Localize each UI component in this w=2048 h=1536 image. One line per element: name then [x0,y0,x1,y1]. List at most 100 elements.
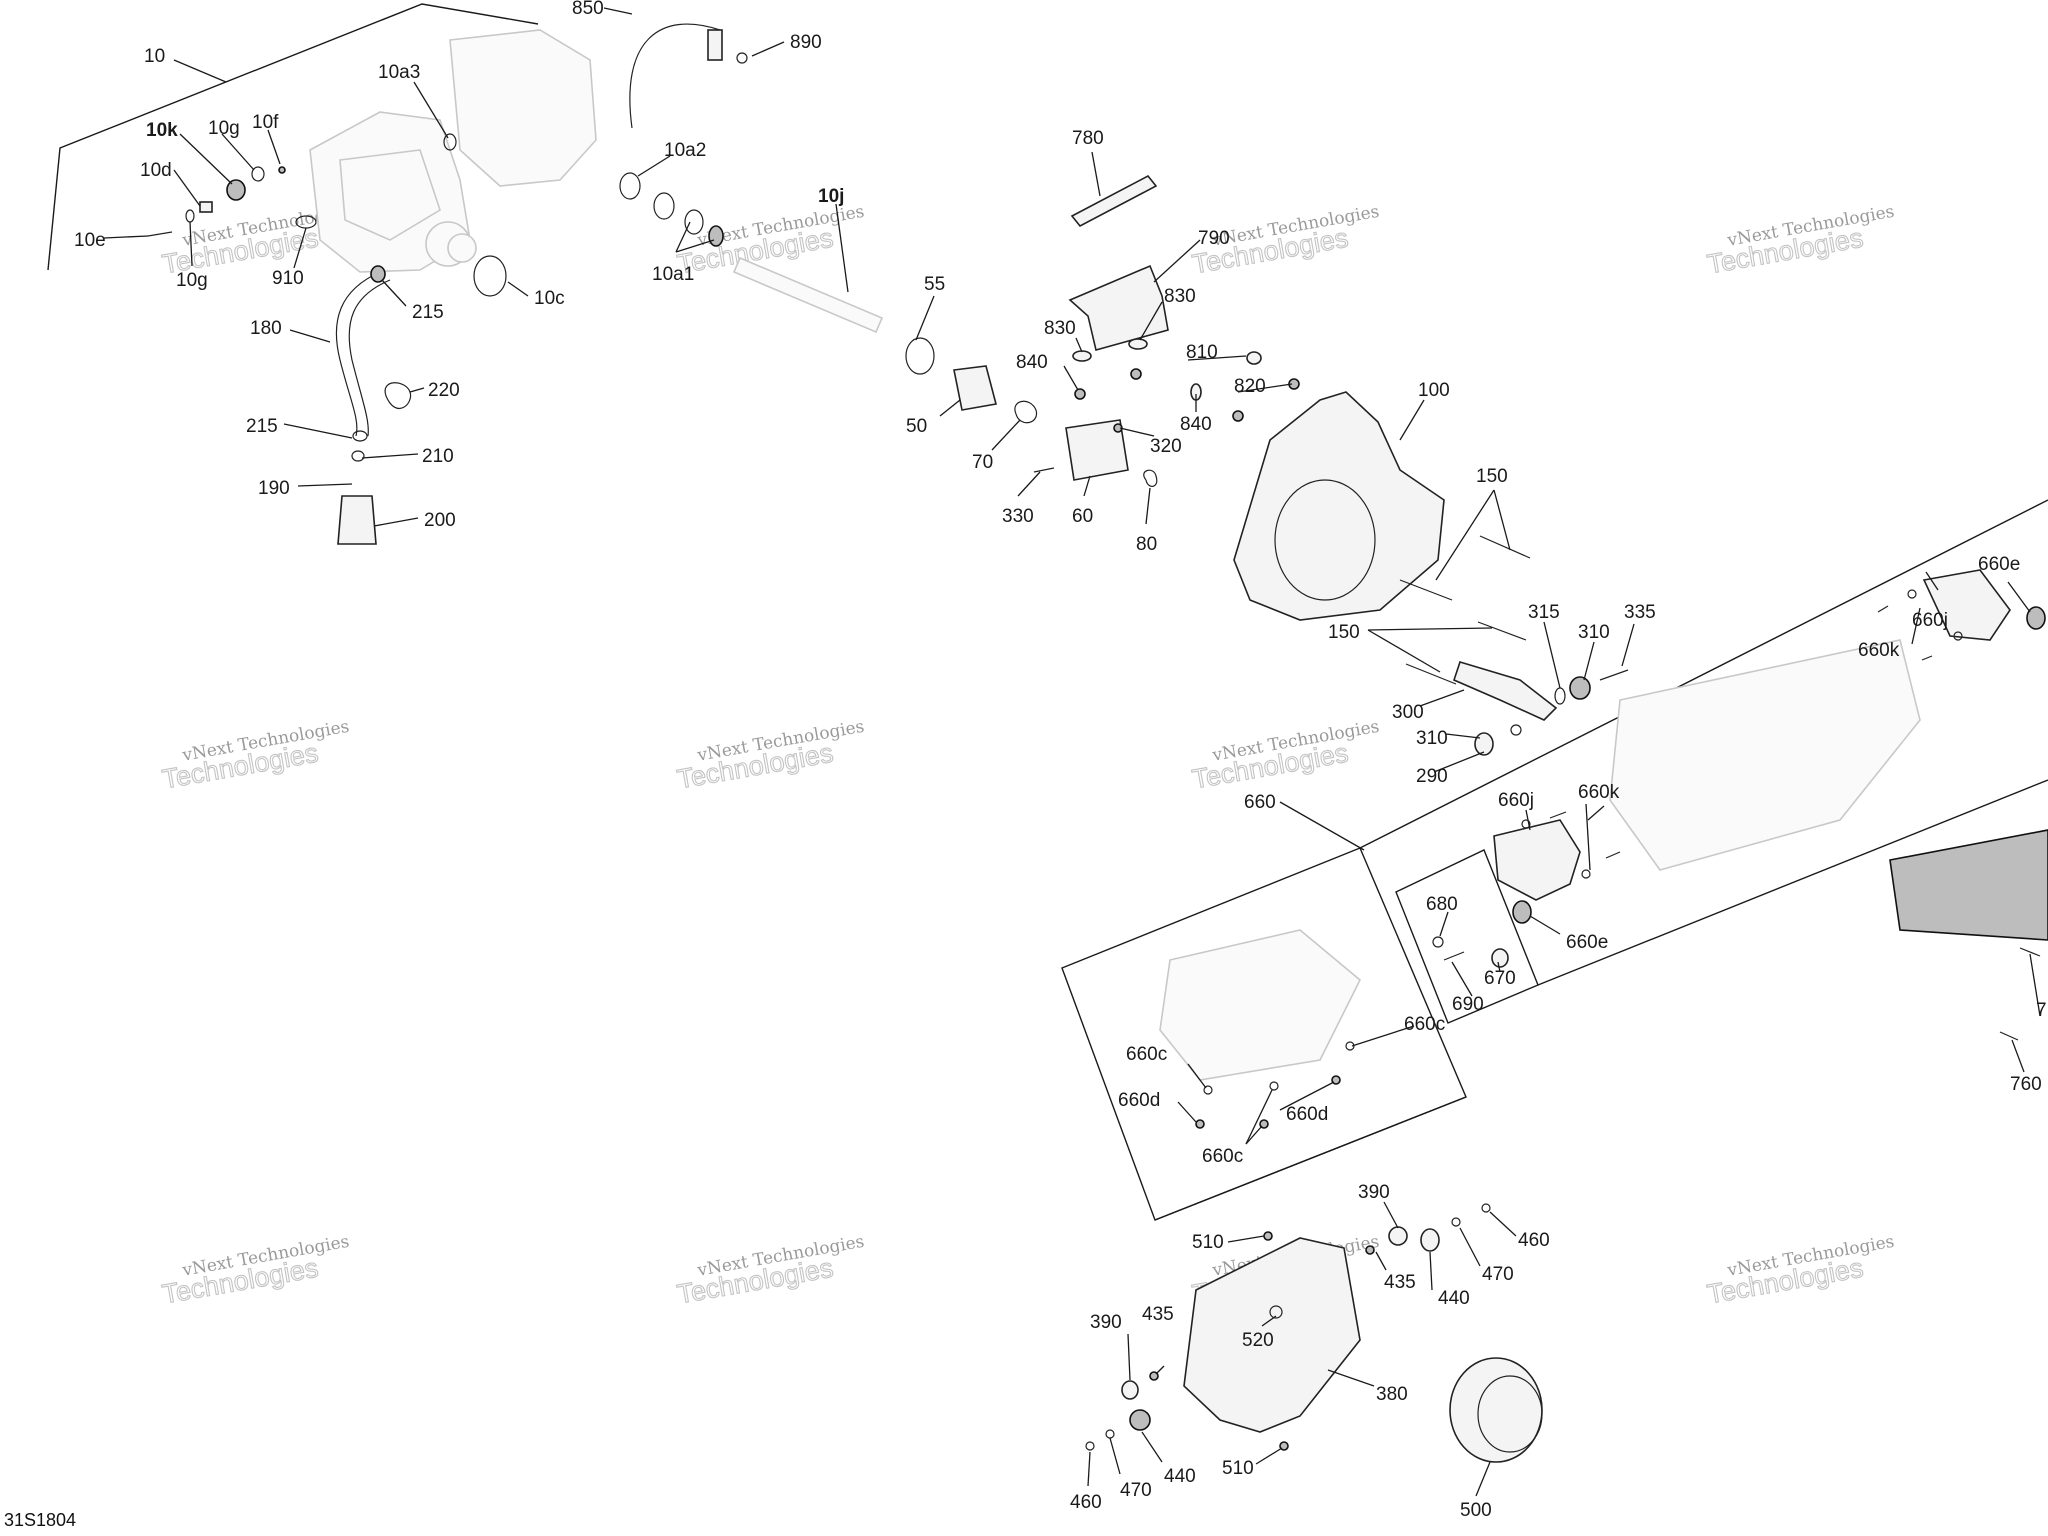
callout-770: 7 [2036,1000,2047,1021]
callout-335: 335 [1624,602,1656,623]
o-ring-part [684,209,704,235]
callout-470-lower: 470 [1120,1480,1152,1501]
bolt-part [1921,655,1933,661]
callout-100: 100 [1418,380,1450,401]
strap-part [629,23,721,129]
grommet-part [1512,900,1532,924]
bolt-part [1399,579,1453,601]
callout-470: 470 [1482,1264,1514,1285]
callout-10g: 10g [208,118,240,139]
callout-840: 840 [1016,352,1048,373]
group-660-outer-line-b [1537,779,2048,986]
callout-10j: 10j [818,186,844,207]
boot-part [337,495,377,545]
stud-part [1263,1231,1273,1241]
o-ring-part [708,225,724,247]
callout-680: 680 [1426,894,1458,915]
callout-660j-right: 660j [1912,610,1948,631]
o-ring-part [443,133,457,151]
spacer-part [199,201,213,213]
callout-850: 850 [572,0,604,19]
screw-part [1195,1119,1205,1129]
callout-315: 315 [1528,602,1560,623]
callout-780: 780 [1072,128,1104,149]
callout-10k: 10k [146,120,178,141]
washer-part [1105,1429,1115,1439]
arm-part [1453,661,1558,721]
callout-820: 820 [1234,376,1266,397]
callout-460-lower: 460 [1070,1492,1102,1513]
callout-890: 890 [790,32,822,53]
callout-200: 200 [424,510,456,531]
callout-220: 220 [428,380,460,401]
callout-10a1: 10a1 [652,264,694,285]
callout-510-lower: 510 [1222,1458,1254,1479]
group-10-bracket [47,3,539,271]
callout-10: 10 [144,46,165,67]
bolt-part [1405,663,1457,685]
bushing-part [1569,676,1591,700]
washer-part [1246,351,1262,365]
callout-440: 440 [1438,1288,1470,1309]
shaft-ghost [732,256,884,334]
bushing-part [1388,1226,1408,1246]
bolt-part [1999,1031,2019,1041]
callout-380: 380 [1376,1384,1408,1405]
callout-390: 390 [1358,1182,1390,1203]
bolt-head-part [1085,1441,1095,1451]
callout-830-right: 830 [1164,286,1196,307]
bolt-part [1443,951,1465,961]
bolt-part [1599,669,1629,681]
callout-10a3: 10a3 [378,62,420,83]
callout-10d: 10d [140,160,172,181]
callout-190: 190 [258,478,290,499]
parts [147,23,2048,1463]
callout-180: 180 [250,318,282,339]
callout-660d-right: 660d [1286,1104,1328,1125]
washer-part [251,166,265,182]
bushing-part [1129,1409,1151,1431]
callout-80: 80 [1136,534,1157,555]
bushing-part [1121,1380,1139,1400]
callout-310: 310 [1578,622,1610,643]
washer-part [185,209,195,223]
callout-10f: 10f [252,112,279,133]
callout-660d: 660d [1118,1090,1160,1111]
callout-660k-right: 660k [1858,640,1900,661]
callout-320: 320 [1150,436,1182,457]
callout-660c-left: 660c [1126,1044,1167,1065]
screw-part [1365,1245,1375,1255]
nut-part [278,166,286,174]
circlip-part [905,337,935,375]
collar-part [1449,1357,1543,1463]
callout-690: 690 [1452,994,1484,1015]
callout-910: 910 [272,268,304,289]
callout-510: 510 [1192,1232,1224,1253]
callout-810: 810 [1186,342,1218,363]
callout-520: 520 [1242,1330,1274,1351]
group-660-outer-line [1359,499,2048,849]
engine-ghost [309,29,597,273]
callout-435-lower: 435 [1142,1304,1174,1325]
heat-shield-part [1922,569,2011,641]
callout-215-lower: 215 [246,416,278,437]
o-ring-part [653,192,675,220]
callout-660e: 660e [1566,932,1608,953]
grommet-part [1269,1305,1283,1319]
bolt-part [1605,851,1621,859]
o-ring-part [1554,687,1566,705]
callout-660j: 660j [1498,790,1534,811]
callout-660c-bottom: 660c [1202,1146,1243,1167]
bolt-part [1877,605,1889,613]
washer-part [1521,819,1531,829]
bolt-head-part [1481,1203,1491,1213]
callout-330: 330 [1002,506,1034,527]
washer-part [1203,1085,1213,1095]
callout-390-lower: 390 [1090,1312,1122,1333]
leader-lines [103,7,2041,1497]
bolt-part [1033,467,1055,473]
washer-part [1581,869,1591,879]
washer-part [1128,338,1148,350]
callout-790: 790 [1198,228,1230,249]
